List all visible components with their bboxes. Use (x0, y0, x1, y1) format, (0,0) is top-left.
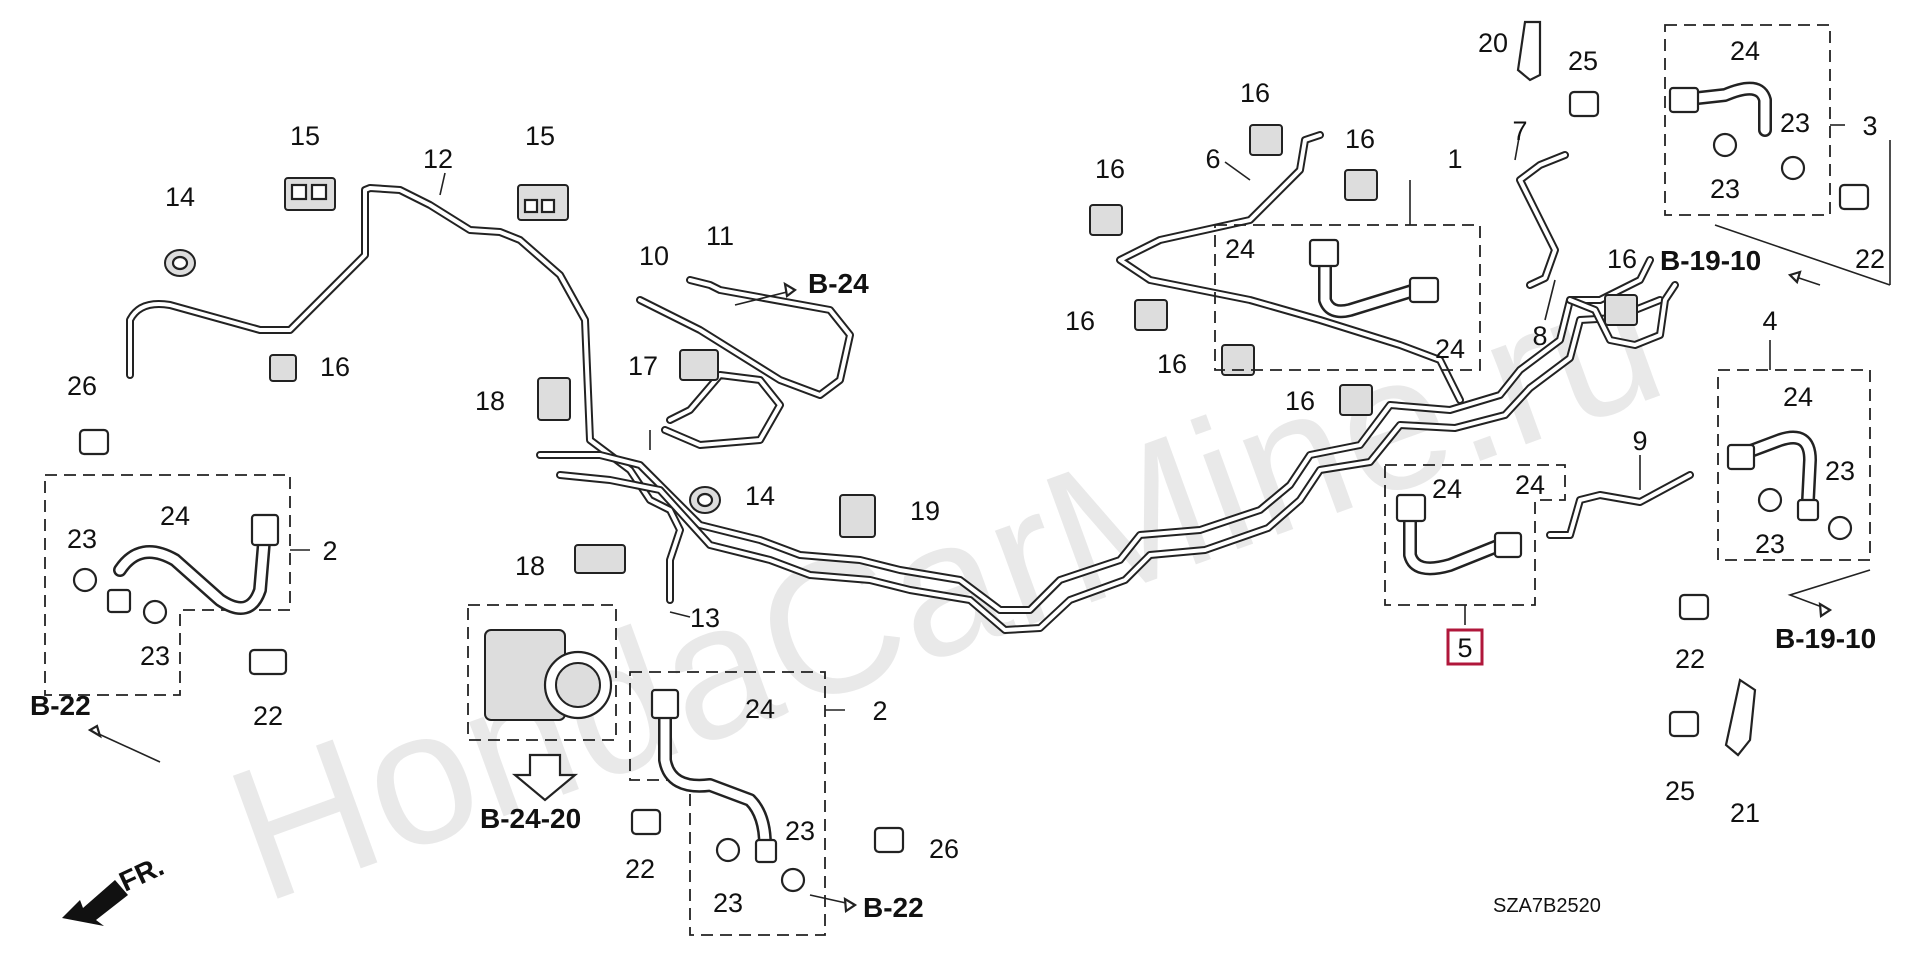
brake-pipe-8 (1566, 281, 1679, 349)
label-part-16-e: 16 (1065, 306, 1095, 336)
label-part-15-left: 15 (290, 121, 320, 151)
down-arrow-icon (511, 753, 579, 802)
label-part-22-b: 22 (625, 854, 655, 884)
label-part-18-bottom: 18 (515, 551, 545, 581)
label-part-8: 8 (1532, 321, 1547, 351)
label-part-5: 5 (1457, 633, 1472, 663)
ref-b-24-20: B-24-20 (480, 803, 581, 834)
ref-b-22-bottom: B-22 (863, 892, 924, 923)
label-part-24-g: 24 (1432, 474, 1462, 504)
label-part-16-f: 16 (1157, 349, 1187, 379)
label-part-14-center: 14 (745, 481, 775, 511)
reference-labels: B-24 B-24-20 B-22 B-22 B-19-10 B-19-10 (30, 245, 1876, 923)
label-part-26-a: 26 (67, 371, 97, 401)
connector-15-right (517, 184, 569, 221)
label-part-17: 17 (628, 351, 658, 381)
label-part-24-c: 24 (1225, 234, 1255, 264)
label-part-16-g: 16 (1285, 386, 1315, 416)
label-part-23-d: 23 (785, 816, 815, 846)
label-part-16-a: 16 (320, 352, 350, 382)
label-part-24-b: 24 (745, 694, 775, 724)
ref-b-22-left: B-22 (30, 690, 91, 721)
label-part-13: 13 (690, 603, 720, 633)
hose-assembly-2-left (44, 474, 291, 696)
label-part-9: 9 (1632, 426, 1647, 456)
ref-b-19-10-bottom: B-19-10 (1775, 623, 1876, 654)
connector-15-left (284, 177, 336, 211)
label-part-7: 7 (1512, 116, 1527, 146)
ref-b-24: B-24 (808, 268, 869, 299)
clamp-19 (839, 494, 876, 538)
label-part-18-top: 18 (475, 386, 505, 416)
label-part-23-a: 23 (67, 524, 97, 554)
brake-pipe-6 (1116, 131, 1464, 404)
label-part-25-a: 25 (1568, 46, 1598, 76)
label-part-23-b: 23 (140, 641, 170, 671)
label-part-16-d: 16 (1345, 124, 1375, 154)
brake-pipe-7 (1516, 151, 1569, 289)
clamp-18-top (537, 377, 571, 421)
label-part-6: 6 (1205, 144, 1220, 174)
label-part-26-b: 26 (929, 834, 959, 864)
label-part-15-right: 15 (525, 121, 555, 151)
washer-icons (72, 132, 1853, 893)
junction-17 (679, 349, 719, 381)
label-part-24-f: 24 (1783, 382, 1813, 412)
label-part-11: 11 (706, 221, 734, 251)
front-arrow-icon: FR. (62, 850, 168, 926)
label-part-22-c: 22 (1855, 244, 1885, 274)
label-part-23-c: 23 (713, 888, 743, 918)
abs-modulator (467, 604, 617, 741)
label-part-21: 21 (1730, 798, 1760, 828)
part-labels: 1 2 2 3 4 5 6 7 8 9 10 11 12 13 14 14 15… (67, 28, 1885, 918)
label-part-19: 19 (910, 496, 940, 526)
brake-pipe-12 (126, 184, 684, 604)
label-part-22-d: 22 (1675, 644, 1705, 674)
label-part-4: 4 (1762, 306, 1777, 336)
hose-assembly-2-bottom (629, 671, 826, 936)
bracket-20 (1516, 20, 1542, 82)
label-part-24-h: 24 (1515, 470, 1545, 500)
label-part-14-left: 14 (165, 182, 195, 212)
label-part-10: 10 (639, 241, 669, 271)
bracket-21 (1724, 678, 1757, 757)
label-part-1: 1 (1447, 144, 1462, 174)
label-part-16-c: 16 (1095, 154, 1125, 184)
label-part-23-h: 23 (1825, 456, 1855, 486)
label-part-16-b: 16 (1240, 78, 1270, 108)
label-part-24-e: 24 (1730, 36, 1760, 66)
brake-pipe-10-11 (636, 276, 854, 449)
diagram-code: SZA7B2520 (1493, 895, 1601, 917)
label-part-25-b: 25 (1665, 776, 1695, 806)
ref-b-19-10-top: B-19-10 (1660, 245, 1761, 276)
label-part-23-e: 23 (1710, 174, 1740, 204)
label-part-22-a: 22 (253, 701, 283, 731)
label-part-24-d: 24 (1435, 334, 1465, 364)
hose-assembly-3 (1664, 24, 1831, 216)
label-part-2-bottom: 2 (872, 696, 887, 726)
clamp-18-bottom (574, 544, 626, 574)
clip-16-group (269, 124, 1638, 416)
label-part-23-g: 23 (1755, 529, 1785, 559)
label-part-20: 20 (1478, 28, 1508, 58)
label-part-3: 3 (1862, 111, 1877, 141)
hose-assembly-4 (1717, 369, 1871, 561)
grommet-14-left (164, 249, 196, 277)
hose-assembly-1 (1214, 224, 1481, 371)
highlight-box (1446, 628, 1484, 666)
label-part-24-a: 24 (160, 501, 190, 531)
label-part-23-f: 23 (1780, 108, 1810, 138)
leader-lines (290, 124, 1891, 711)
label-part-16-h: 16 (1607, 244, 1637, 274)
label-part-12: 12 (423, 144, 453, 174)
brake-pipe-long (536, 256, 1664, 634)
bolt-icons (78, 90, 1870, 854)
grommet-14-center (689, 486, 721, 514)
hose-assembly-5 (1384, 464, 1566, 606)
label-part-2-left: 2 (322, 536, 337, 566)
brake-pipe-9 (1546, 471, 1694, 539)
